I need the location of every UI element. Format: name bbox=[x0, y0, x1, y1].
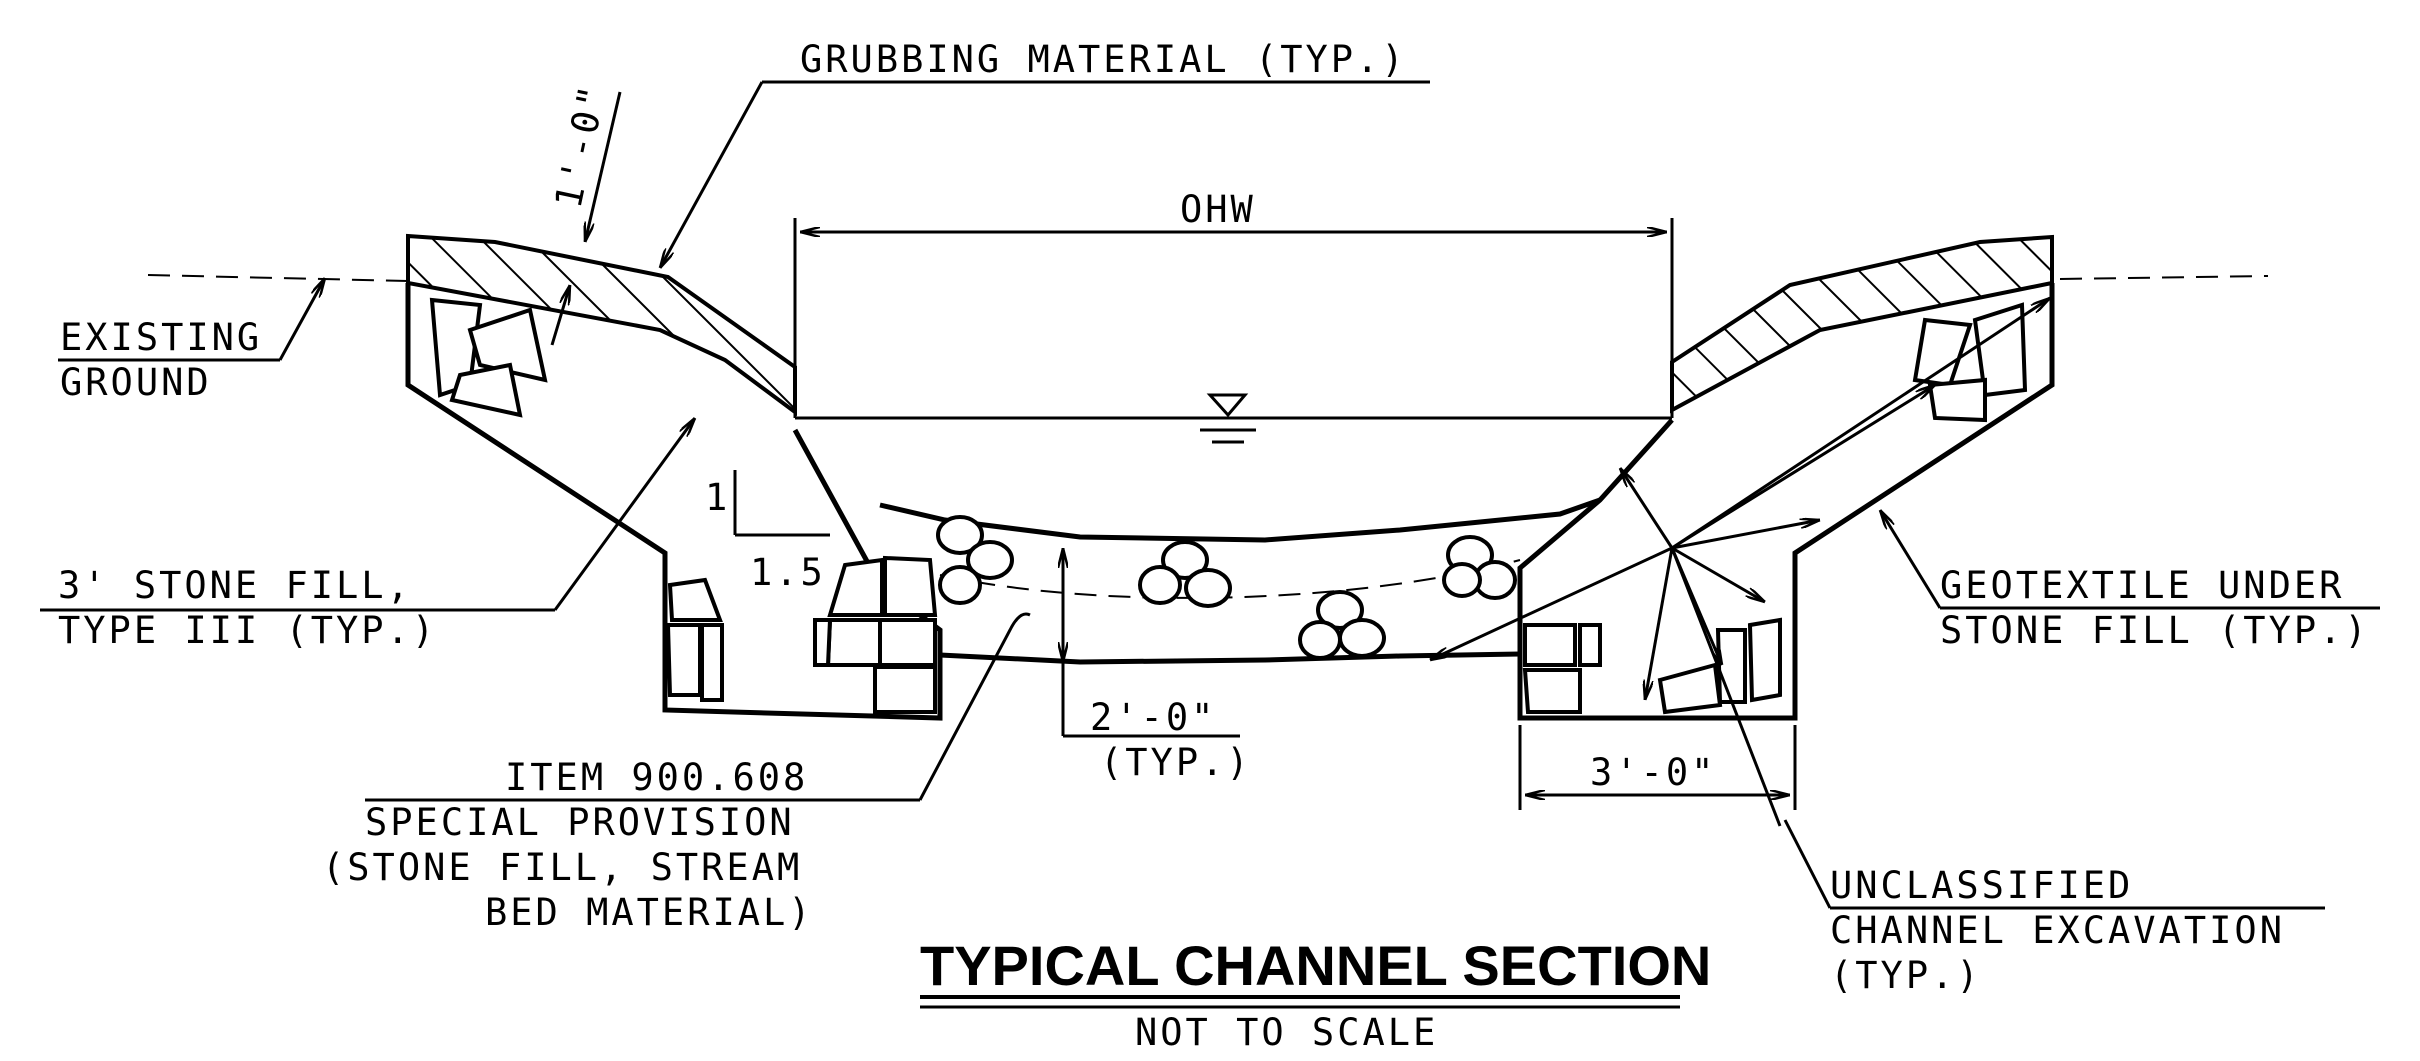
one-foot-leader-bottom bbox=[550, 285, 572, 346]
existing-ground-line bbox=[147, 274, 2269, 282]
geotextile-leader bbox=[1878, 510, 1942, 609]
unclassified-label-1: UNCLASSIFIED bbox=[1830, 864, 2133, 907]
existing-ground-leader bbox=[278, 278, 327, 361]
unclassified-label-2: CHANNEL EXCAVATION bbox=[1830, 909, 2285, 952]
slope-indicator: 1 1.5 bbox=[705, 470, 830, 594]
two-foot-label-1: 2'-0" bbox=[1090, 696, 1216, 739]
channel-bed bbox=[879, 497, 1601, 543]
water-surface-symbol bbox=[1200, 393, 1256, 444]
item-leader bbox=[918, 612, 1031, 801]
right-stone-fill bbox=[1517, 283, 2055, 721]
existing-ground-label-2: GROUND bbox=[60, 361, 212, 404]
item-label-2: SPECIAL PROVISION bbox=[365, 801, 795, 844]
unclassified-leader bbox=[1783, 819, 1832, 909]
stone-fill-leader bbox=[553, 418, 697, 611]
item-label-3: (STONE FILL, STREAM bbox=[322, 846, 802, 889]
stream-bed-stones bbox=[936, 515, 1517, 660]
geotextile-label-2: STONE FILL (TYP.) bbox=[1940, 609, 2370, 652]
two-foot-label-2: (TYP.) bbox=[1100, 741, 1252, 784]
one-foot-leader-top bbox=[585, 91, 622, 242]
one-foot-label: 1'-0" bbox=[547, 79, 615, 212]
stone-fill-label-2: TYPE III (TYP.) bbox=[58, 609, 437, 652]
three-foot-label: 3'-0" bbox=[1590, 751, 1716, 794]
right-grubbing-layer bbox=[1670, 234, 2054, 414]
drawing-title: TYPICAL CHANNEL SECTION bbox=[920, 934, 1711, 997]
grubbing-label: GRUBBING MATERIAL (TYP.) bbox=[800, 38, 1407, 81]
grubbing-leader bbox=[658, 81, 764, 268]
item-label-1: ITEM 900.608 bbox=[505, 756, 808, 799]
ohw-label: OHW bbox=[1180, 188, 1256, 231]
geotextile-label-1: GEOTEXTILE UNDER bbox=[1940, 564, 2344, 607]
drawing-subtitle: NOT TO SCALE bbox=[1135, 1011, 1438, 1054]
slope-vertical-label: 1 bbox=[705, 476, 730, 519]
excavation-leaders bbox=[1430, 296, 2050, 827]
right-bank-rocks bbox=[1522, 302, 2028, 715]
slope-horizontal-label: 1.5 bbox=[750, 551, 826, 594]
existing-ground-label-1: EXISTING bbox=[60, 316, 262, 359]
item-label-4: BED MATERIAL) bbox=[485, 891, 814, 934]
left-bank-rocks bbox=[429, 297, 938, 714]
unclassified-label-3: (TYP.) bbox=[1830, 954, 1982, 997]
stone-fill-label-1: 3' STONE FILL, bbox=[58, 564, 412, 607]
